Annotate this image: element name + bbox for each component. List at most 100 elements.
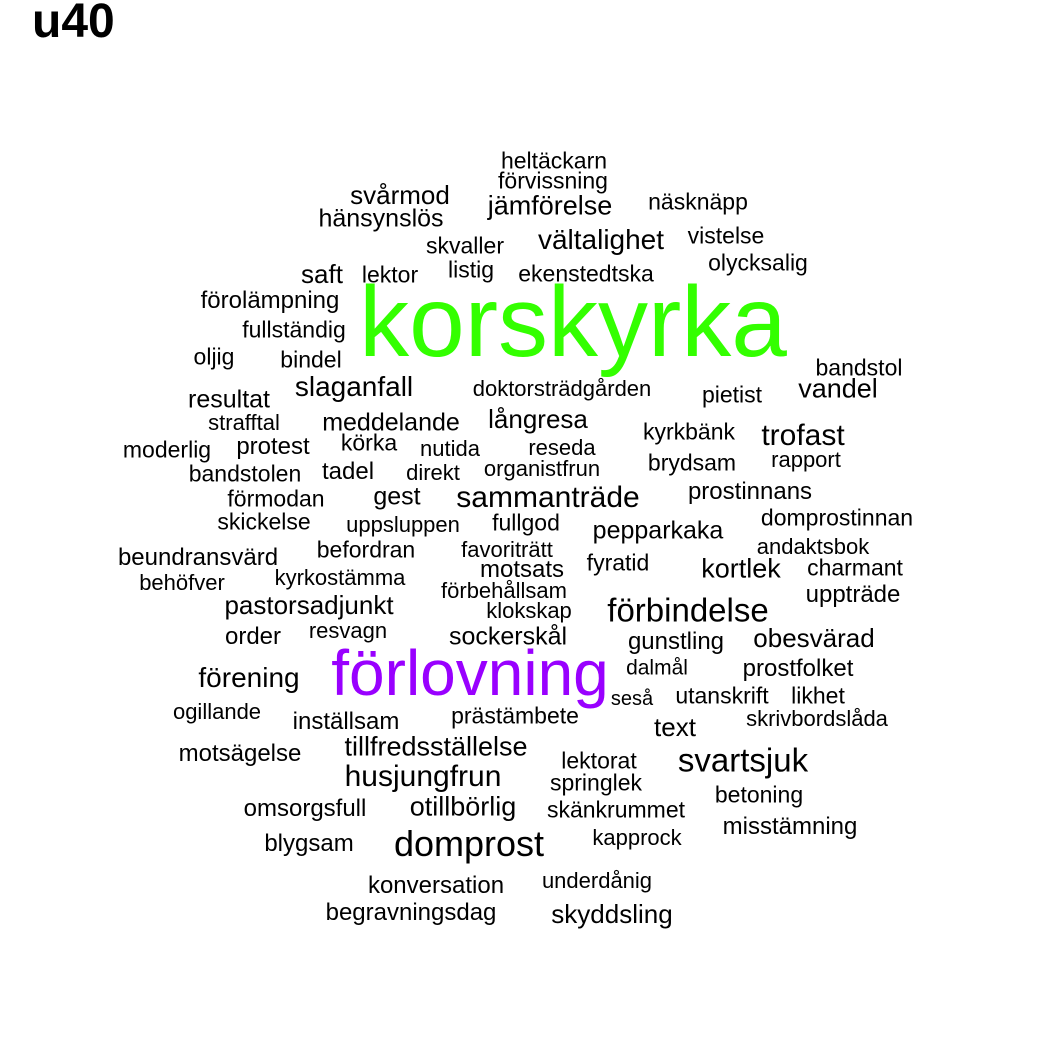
word-bandstol: bandstol <box>815 354 903 381</box>
word-konversation: konversation <box>367 872 505 899</box>
word-olycksalig: olycksalig <box>708 249 808 276</box>
word-installsam: inställsam <box>292 708 400 735</box>
word-direkt: direkt <box>406 460 460 485</box>
word-text: text <box>654 712 696 742</box>
word-forbehallsam: förbehållsam <box>441 578 567 603</box>
word-tadel: tadel <box>321 458 375 485</box>
word-utanskrift: utanskrift <box>675 682 769 709</box>
word-saft: saft <box>301 259 343 289</box>
word-kyrkostamma: kyrkostämma <box>274 565 406 590</box>
word-domprostinnan: domprostinnan <box>760 504 914 531</box>
word-protest: protest <box>236 433 310 460</box>
word-uppsluppen: uppsluppen <box>346 512 460 537</box>
word-skvaller: skvaller <box>426 232 504 259</box>
word-vandel: vandel <box>798 373 878 404</box>
word-ogillande: ogillande <box>172 699 262 724</box>
word-klokskap: klokskap <box>486 598 572 623</box>
word-oljig: oljig <box>193 343 235 370</box>
word-andaktsbok: andaktsbok <box>756 534 870 559</box>
word-gest: gest <box>373 482 421 511</box>
word-pastorsadjunkt: pastorsadjunkt <box>224 590 394 620</box>
word-behofver: behöfver <box>139 570 225 595</box>
word-vistelse: vistelse <box>687 222 765 249</box>
word-lektorat: lektorat <box>561 747 637 774</box>
word-upptrade: uppträde <box>805 581 901 608</box>
word-nutida: nutida <box>420 436 480 461</box>
word-prastambete: prästämbete <box>451 702 579 729</box>
word-meddelande: meddelande <box>322 408 460 437</box>
word-sockerskal: sockerskål <box>448 622 568 651</box>
word-lektor: lektor <box>361 261 419 288</box>
word-blygsam: blygsam <box>264 830 354 857</box>
word-hansynslos: hänsynslös <box>318 204 444 233</box>
word-likhet: likhet <box>791 682 845 709</box>
word-skickelse: skickelse <box>217 508 311 535</box>
word-fullstandig: fullständig <box>242 316 346 343</box>
word-order: order <box>224 623 282 650</box>
word-reseda: reseda <box>528 435 596 460</box>
word-nasknapp: näsknäpp <box>648 188 748 215</box>
word-fyratid: fyratid <box>586 549 650 576</box>
word-fullgod: fullgod <box>492 509 560 536</box>
word-resultat: resultat <box>188 385 270 414</box>
word-korka: körka <box>340 429 398 456</box>
word-begravningsdag: begravningsdag <box>325 899 497 926</box>
word-kortlek: kortlek <box>701 553 781 584</box>
word-forvissning: förvissning <box>498 167 608 194</box>
word-skrivbordslada: skrivbordslåda <box>746 706 888 731</box>
word-gunstling: gunstling <box>627 628 725 655</box>
word-skankrummet: skänkrummet <box>546 796 686 823</box>
word-svarmod: svårmod <box>350 180 450 210</box>
word-forolampning: förolämpning <box>200 287 340 314</box>
word-slaganfall: slaganfall <box>294 371 414 402</box>
word-kyrkbank: kyrkbänk <box>642 418 736 445</box>
word-bindel: bindel <box>280 346 342 373</box>
word-tillfredsstallelse: tillfredsställelse <box>344 731 528 762</box>
word-skyddsling: skyddsling <box>551 899 673 929</box>
word-motsagelse: motsägelse <box>178 740 302 767</box>
word-befordran: befordran <box>316 536 416 563</box>
word-pepparkaka: pepparkaka <box>592 516 724 545</box>
word-sammantrade: sammanträde <box>456 481 640 514</box>
word-trofast: trofast <box>761 419 845 452</box>
word-prostfolket: prostfolket <box>742 655 854 682</box>
word-heltackarn: heltäckarn <box>500 147 608 174</box>
word-obesvarad: obesvärad <box>753 623 875 653</box>
word-springlek: springlek <box>549 769 643 796</box>
page-title: u40 <box>32 0 115 48</box>
word-sesa: seså <box>610 688 654 710</box>
word-organistfrun: organistfrun <box>483 456 601 481</box>
word-strafftal: strafftal <box>208 410 280 435</box>
word-omsorgsfull: omsorgsfull <box>243 795 367 822</box>
word-moderlig: moderlig <box>122 436 212 463</box>
word-favoritratt: favoriträtt <box>461 537 553 562</box>
word-kapprock: kapprock <box>592 825 682 850</box>
word-husjungfrun: husjungfrun <box>344 760 502 793</box>
word-rapport: rapport <box>771 447 841 472</box>
word-resvagn: resvagn <box>308 618 388 643</box>
word-underdanig: underdånig <box>541 868 653 893</box>
word-jamforelse: jämförelse <box>487 190 613 221</box>
word-ekenstedtska: ekenstedtska <box>518 260 654 287</box>
word-otillborlig: otillbörlig <box>409 791 517 822</box>
word-valtalighet: vältalighet <box>537 224 665 255</box>
word-misstamning: misstämning <box>722 813 858 840</box>
word-betoning: betoning <box>714 781 804 808</box>
word-forbindelse: förbindelse <box>607 591 769 629</box>
word-beundransvard: beundransvärd <box>117 544 279 571</box>
word-korskyrka: korskyrka <box>359 266 787 378</box>
word-charmant: charmant <box>807 554 903 581</box>
word-pietist: pietist <box>701 381 763 408</box>
word-prostinnans: prostinnans <box>687 478 813 505</box>
word-brydsam: brydsam <box>647 449 737 476</box>
word-langresa: långresa <box>488 404 588 434</box>
word-domprost: domprost <box>393 823 545 864</box>
word-listig: listig <box>447 256 495 283</box>
word-svartsjuk: svartsjuk <box>677 741 809 779</box>
word-forening: förening <box>198 662 300 693</box>
word-doktorstradgarden: doktorsträdgården <box>472 376 652 401</box>
word-forlovning: förlovning <box>331 637 609 709</box>
word-bandstolen: bandstolen <box>188 460 302 487</box>
word-dalmal: dalmål <box>626 656 688 680</box>
